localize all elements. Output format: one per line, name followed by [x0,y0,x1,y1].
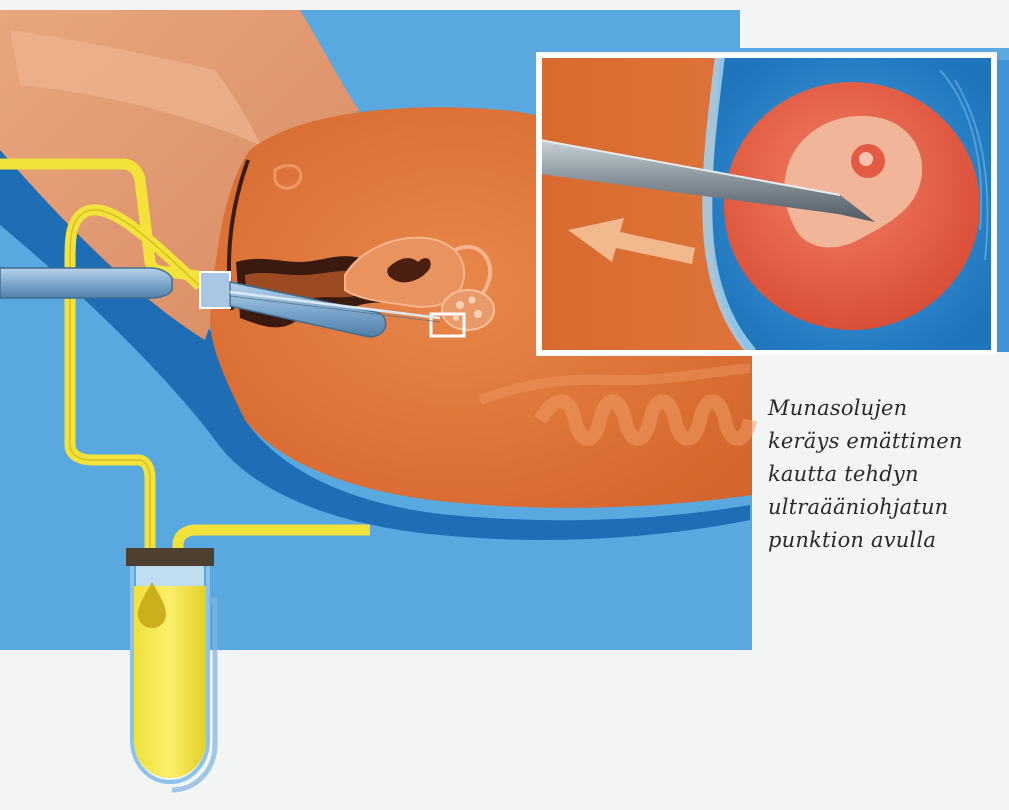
caption-line-3: kautta tehdyn [768,458,998,491]
follicle-2 [469,297,476,304]
magnified-inset [536,52,997,356]
probe-collar [200,272,230,308]
inset-side-strip [997,60,1009,352]
test-tube-stopper [126,548,214,566]
figure-caption: Munasolujen keräys emättimen kautta tehd… [768,392,998,557]
ovary [442,290,494,330]
caption-line-2: keräys emättimen [768,425,998,458]
caption-line-4: ultraääniohjatun [768,491,998,524]
follicle-1 [456,301,464,309]
test-tube-inner-air [136,566,204,586]
caption-line-5: punktion avulla [768,524,998,557]
ultrasound-probe-handle [0,268,172,298]
follicle-4 [453,315,459,321]
nucleolus [859,152,873,166]
follicle-3 [474,310,482,318]
caption-line-1: Munasolujen [768,392,998,425]
